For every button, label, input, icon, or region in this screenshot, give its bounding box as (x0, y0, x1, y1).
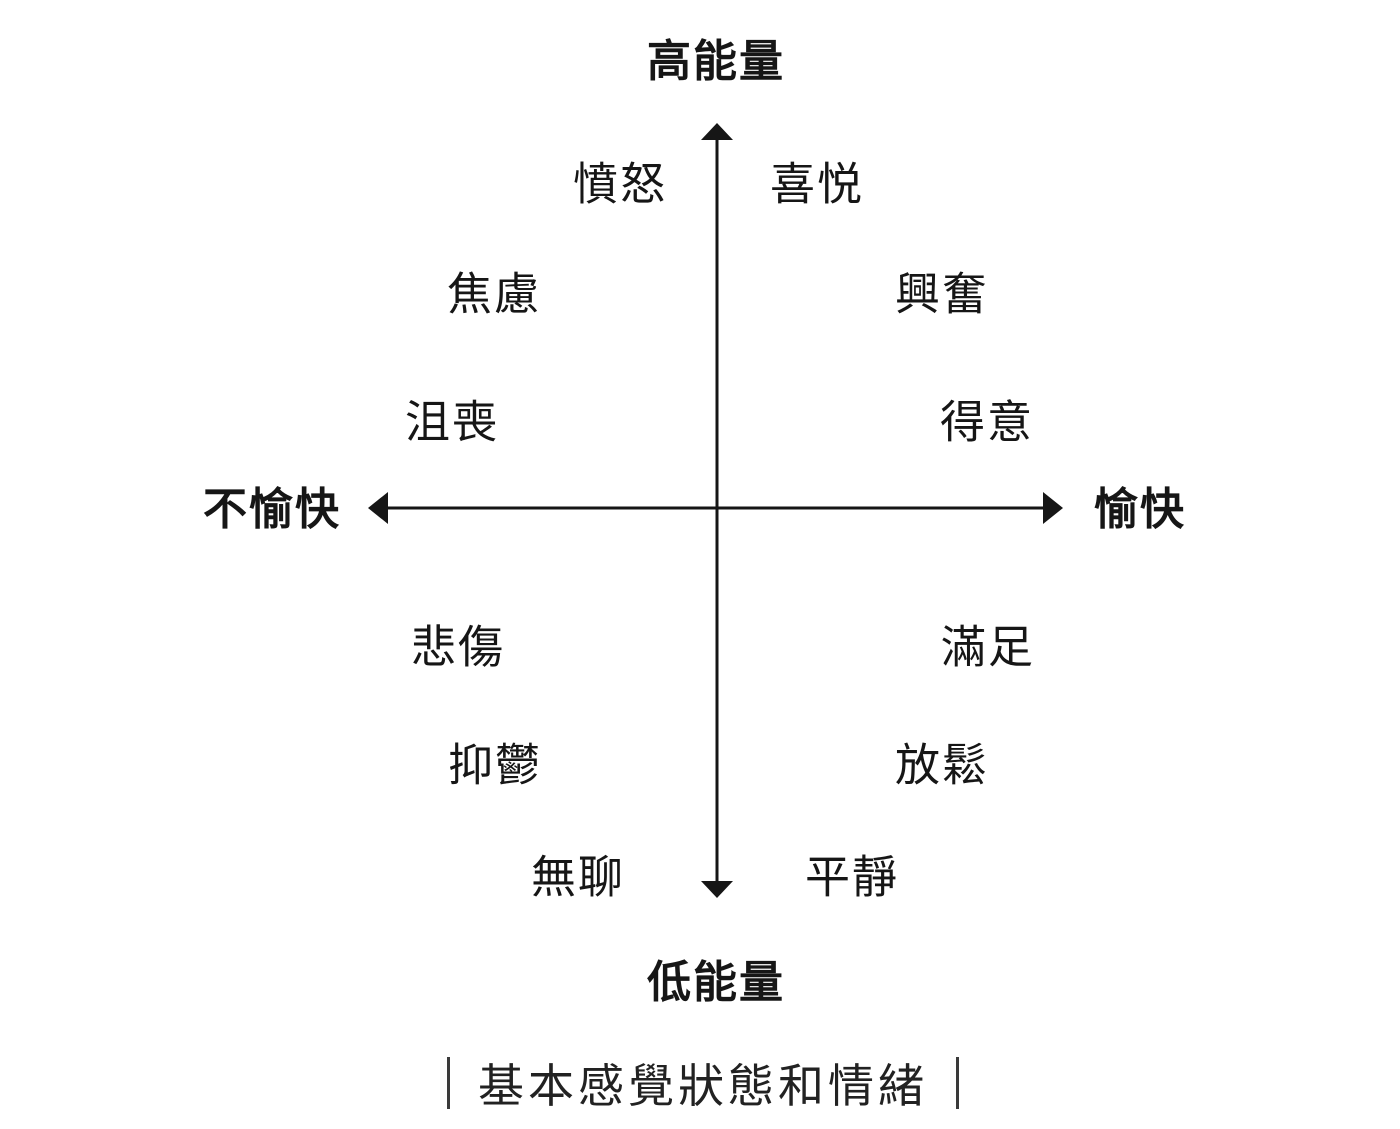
emotion-pride: 得意 (939, 396, 1035, 448)
down-arrowhead (701, 881, 733, 898)
emotion-contentment: 滿足 (940, 621, 1036, 673)
axis-label-pleasant: 愉快 (1094, 485, 1186, 534)
emotion-joy: 喜悦 (769, 158, 865, 210)
emotion-anxiety: 焦慮 (446, 268, 542, 320)
up-arrowhead (701, 123, 733, 140)
emotion-frustration: 沮喪 (404, 396, 500, 448)
emotion-depression: 抑鬱 (447, 739, 543, 791)
axis-label-unpleasant: 不愉快 (203, 485, 341, 534)
emotion-calm: 平靜 (804, 851, 900, 903)
emotion-anger: 憤怒 (572, 158, 668, 210)
left-arrowhead (368, 492, 388, 524)
caption-right-bar (956, 1057, 959, 1109)
axis-label-low-energy: 低能量 (647, 958, 785, 1007)
emotion-relaxation: 放鬆 (894, 739, 990, 791)
axis-label-high-energy: 高能量 (647, 37, 785, 86)
caption-left-bar (447, 1057, 450, 1109)
emotion-excitement: 興奮 (894, 268, 990, 320)
caption: 基本感覺狀態和情緒 (447, 1050, 959, 1116)
right-arrowhead (1043, 492, 1063, 524)
emotion-boredom: 無聊 (530, 851, 626, 903)
caption-text: 基本感覺狀態和情緒 (478, 1060, 928, 1112)
emotion-sadness: 悲傷 (410, 621, 506, 673)
